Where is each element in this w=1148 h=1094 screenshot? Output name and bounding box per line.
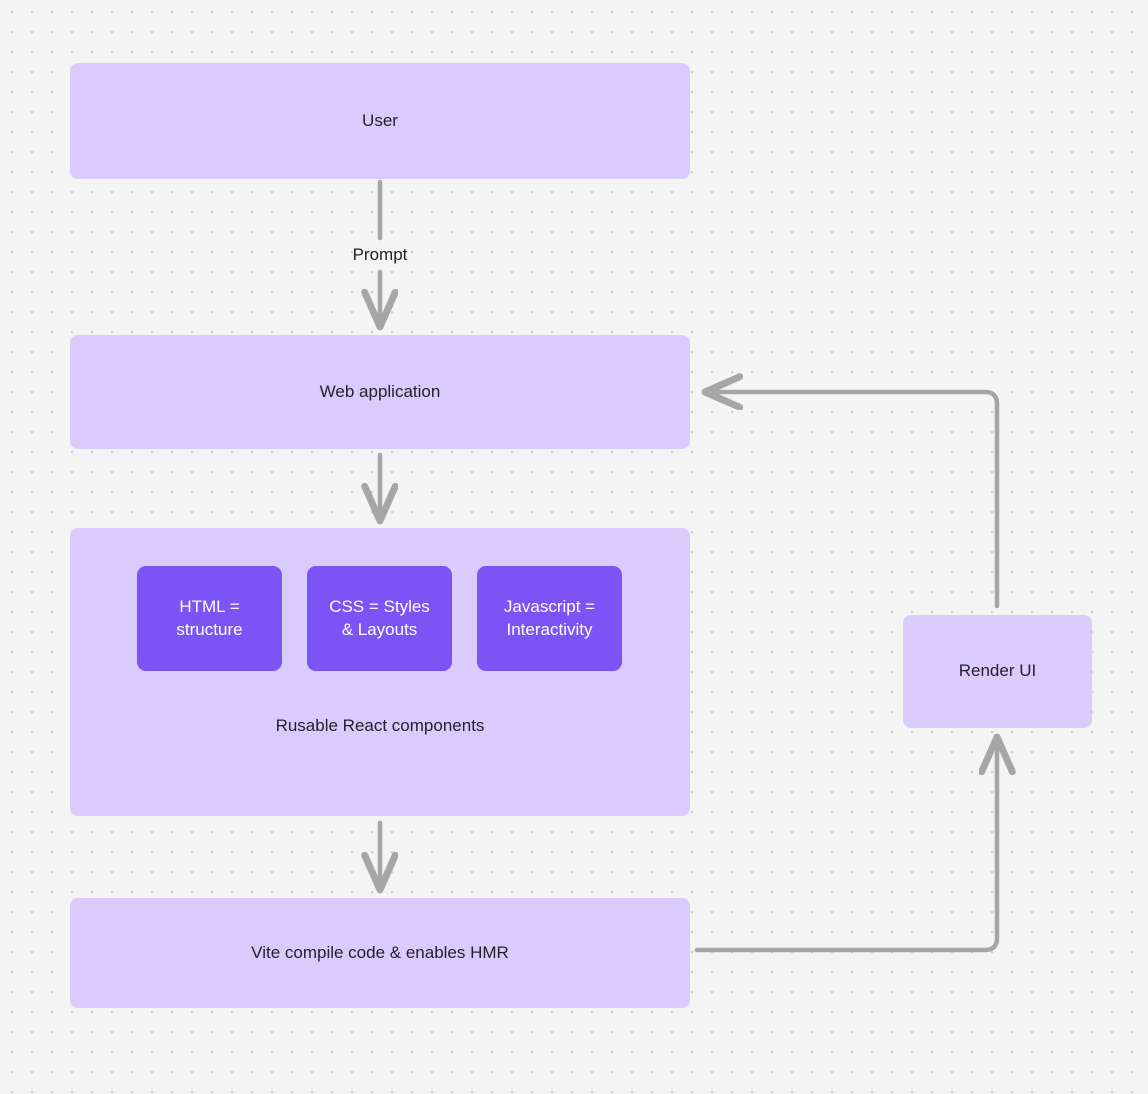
node-javascript-label-line1: Javascript = — [503, 597, 596, 617]
edge-label-prompt: Prompt — [352, 245, 408, 264]
node-user[interactable]: User — [70, 63, 690, 179]
node-css-label: CSS = Styles & Layouts — [329, 596, 430, 640]
node-vite[interactable]: Vite compile code & enables HMR — [70, 898, 690, 1008]
node-user-label: User — [362, 110, 398, 130]
node-css-label-line2: & Layouts — [341, 619, 418, 639]
node-html-label: HTML = structure — [176, 596, 242, 640]
node-html[interactable]: HTML = structure — [137, 566, 282, 671]
node-web-application[interactable]: Web application — [70, 335, 690, 449]
node-html-label-line1: HTML = — [179, 597, 240, 617]
node-css[interactable]: CSS = Styles & Layouts — [307, 566, 452, 671]
node-web-application-label: Web application — [319, 381, 441, 401]
node-javascript-label: Javascript = Interactivity — [504, 596, 595, 640]
node-react-components-caption: Rusable React components — [275, 716, 485, 735]
node-render-ui-label: Render UI — [958, 661, 1037, 681]
node-html-label-line2: structure — [176, 619, 243, 639]
node-css-label-line1: CSS = Styles — [329, 597, 430, 617]
edge-vite-to-render — [694, 738, 997, 953]
node-render-ui[interactable]: Render UI — [903, 615, 1092, 728]
node-vite-label: Vite compile code & enables HMR — [251, 942, 509, 962]
edge-render-to-webapp — [706, 392, 1000, 609]
node-javascript-label-line2: Interactivity — [506, 619, 593, 639]
node-javascript[interactable]: Javascript = Interactivity — [477, 566, 622, 671]
